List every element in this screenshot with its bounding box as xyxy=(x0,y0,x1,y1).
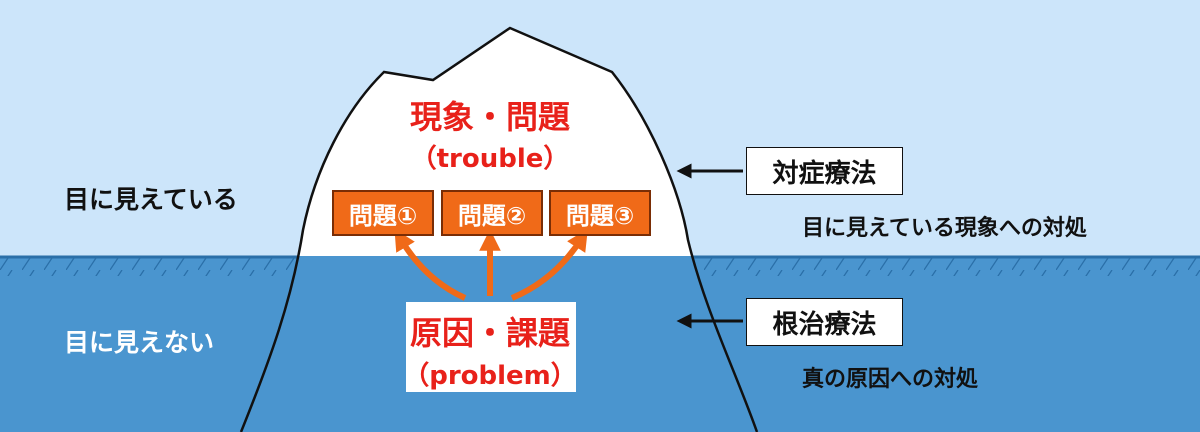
arrow-right xyxy=(510,228,588,301)
cause-panel xyxy=(406,302,576,392)
cause-title: 原因・課題 xyxy=(409,314,570,352)
radical-therapy-box: 根治療法 xyxy=(746,298,903,346)
problem-box-3: 問題③ xyxy=(549,190,651,236)
arrow-left xyxy=(394,228,467,301)
iceberg-outline xyxy=(239,26,759,432)
symptomatic-therapy-desc: 目に見えている現象への対処 xyxy=(802,216,1087,241)
problem-box-2: 問題② xyxy=(441,190,543,236)
invisible-label: 目に見えない xyxy=(64,328,215,357)
phenomenon-title: 現象・問題 xyxy=(409,98,570,136)
radical-therapy-desc: 真の原因への対処 xyxy=(802,367,979,392)
problem-box-1: 問題① xyxy=(332,190,434,236)
cause-subtitle: （problem） xyxy=(403,361,577,391)
visible-label: 目に見えている xyxy=(64,185,238,214)
phenomenon-subtitle: （trouble） xyxy=(410,144,570,174)
symptomatic-therapy-box: 対症療法 xyxy=(746,147,903,195)
